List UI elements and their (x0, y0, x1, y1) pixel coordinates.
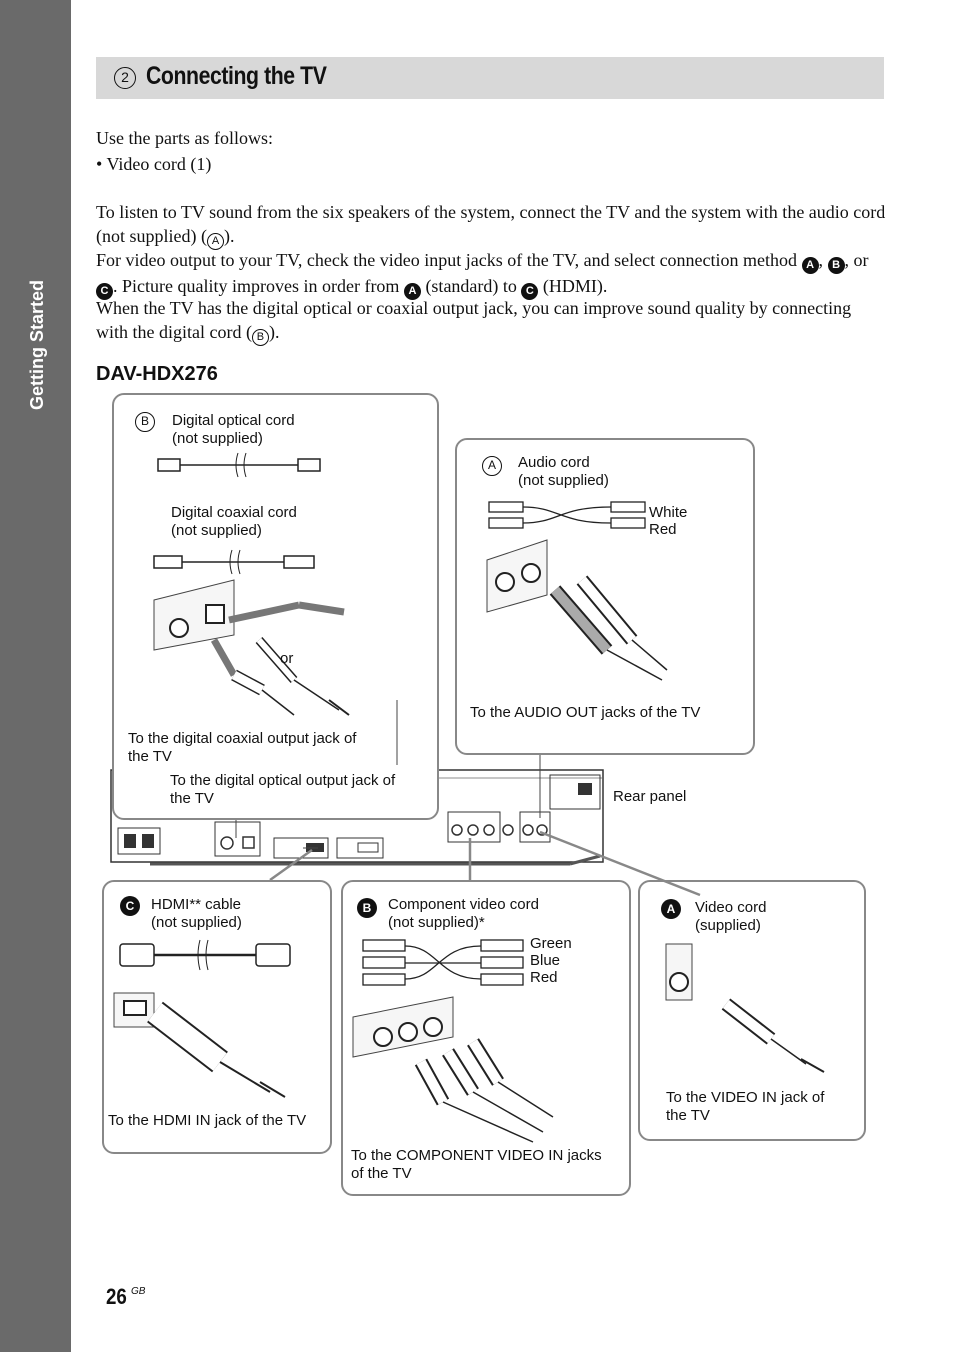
page-region-suffix: GB (131, 1286, 146, 1297)
leader-lines (396, 700, 398, 765)
letter-a-outline: A (206, 233, 224, 250)
letter-a-filled-badge: A (661, 899, 681, 919)
letter-c-badge: C (120, 896, 140, 916)
paragraph-audio: To listen to TV sound from the six speak… (96, 200, 886, 250)
component-cord-illustration (362, 939, 524, 986)
audio-cord-illustration (488, 501, 646, 529)
audio-to-label: To the AUDIO OUT jacks of the TV (470, 704, 701, 721)
hdmi-to-label: To the HDMI IN jack of the TV (108, 1112, 307, 1129)
audio-jack-illustration (486, 539, 668, 681)
coaxial-cord-label: Digital coaxial cord(not supplied) (171, 504, 297, 539)
coaxial-plug-illustration (210, 638, 295, 716)
letter-b-filled-badge: B (357, 898, 377, 918)
letter-a-badge: A (482, 456, 502, 476)
hdmi-cable-illustration (119, 939, 291, 971)
blue-label: Blue (530, 952, 561, 969)
component-jack-illustration (352, 996, 554, 1143)
component-connection-box: B Component video cord(not supplied)* Gr… (341, 880, 631, 1196)
audio-connection-box: A Audio cord(not supplied) White Red To … (455, 438, 755, 755)
coaxial-cord-illustration (153, 549, 315, 575)
paragraph-digital: When the TV has the digital optical or c… (96, 296, 886, 346)
audio-cord-label: Audio cord(not supplied) (518, 454, 609, 489)
video-cord-label: Video cord(supplied) (695, 899, 767, 934)
side-tab-bar (0, 0, 71, 1352)
hdmi-connection-box: C HDMI** cable(not supplied) To the HDMI… (102, 880, 332, 1154)
red-component-label: Red (530, 969, 558, 986)
video-connection-box: A Video cord(supplied) To the VIDEO IN j… (638, 880, 866, 1141)
digital-in-jack-illustration (153, 579, 350, 716)
green-label: Green (530, 935, 572, 952)
page-number: 26 (106, 1284, 127, 1309)
hdmi-jack-illustration (113, 992, 286, 1098)
intro-line-2: • Video cord (1) (96, 154, 212, 174)
white-label: White (649, 504, 688, 521)
hdmi-cable-label: HDMI** cable(not supplied) (151, 896, 242, 931)
section-title-band: 2 Connecting the TV (96, 57, 884, 99)
video-jack-illustration (665, 943, 825, 1073)
section-number: 2 (114, 67, 136, 89)
intro-line-1: Use the parts as follows: (96, 128, 273, 148)
or-label: or (280, 650, 294, 667)
rear-panel-label: Rear panel (613, 788, 687, 805)
optical-cord-illustration (157, 452, 321, 478)
digital-connection-box: B Digital optical cord(not supplied) Dig… (112, 393, 439, 820)
optical-cord-label: Digital optical cord(not supplied) (172, 412, 295, 447)
component-cord-label: Component video cord(not supplied)* (388, 896, 539, 931)
model-heading: DAV-HDX276 (96, 363, 218, 385)
red-label: Red (649, 521, 677, 538)
letter-b-badge: B (135, 412, 155, 432)
paragraph-video: For video output to your TV, check the v… (96, 248, 886, 300)
section-title: Connecting the TV (146, 62, 327, 90)
